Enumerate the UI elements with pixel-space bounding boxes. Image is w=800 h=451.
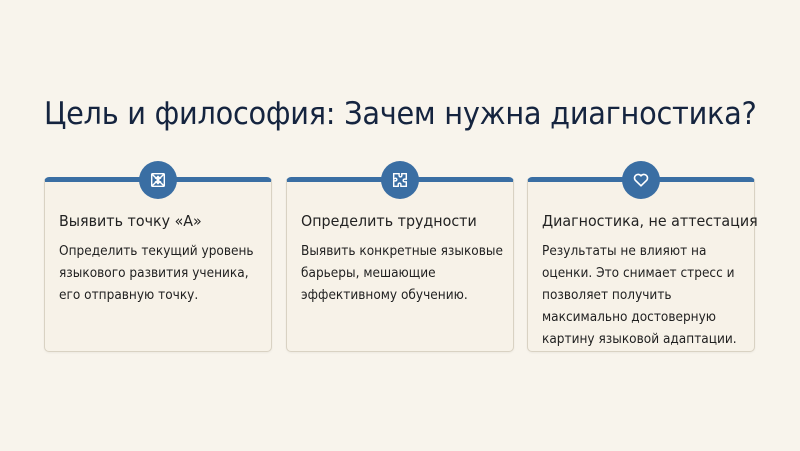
card-icon-badge xyxy=(139,161,177,199)
card-identify-difficulties: Определить трудности Выявить конкретные … xyxy=(286,161,514,352)
crosshair-target-icon xyxy=(150,172,166,188)
card-icon-badge xyxy=(622,161,660,199)
card-description: Определить текущий уровень языкового раз… xyxy=(59,243,254,303)
card-description: Результаты не влияют на оценки. Это сним… xyxy=(542,243,737,347)
card-diagnostics-not-assessment: Диагностика, не аттестация Результаты не… xyxy=(527,161,758,352)
card-title: Диагностика, не аттестация xyxy=(542,212,758,230)
card-title: Определить трудности xyxy=(301,212,477,230)
slide-title: Цель и философия: Зачем нужна диагностик… xyxy=(44,96,757,132)
puzzle-icon xyxy=(392,172,408,188)
card-description: Выявить конкретные языковые барьеры, меш… xyxy=(301,243,503,303)
heart-icon xyxy=(633,173,649,187)
card-icon-badge xyxy=(381,161,419,199)
card-title: Выявить точку «А» xyxy=(59,212,202,230)
card-identify-point-a: Выявить точку «А» Определить текущий уро… xyxy=(44,161,272,352)
